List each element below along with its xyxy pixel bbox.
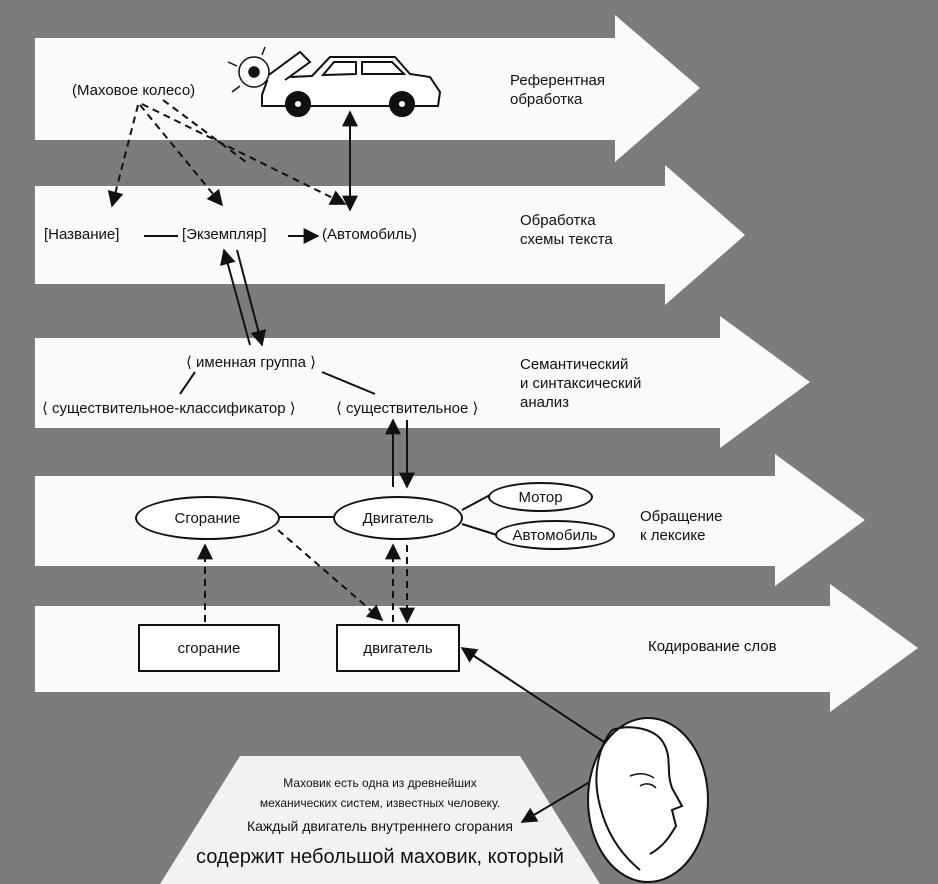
quote-line-4: содержит небольшой маховик, который [196,846,564,868]
node-word-combustion: сгорание [138,624,280,672]
level-arrow-semantic [35,316,810,448]
node-classifier-noun: ⟨ существительное-классификатор ⟩ [42,400,296,417]
reading-text-panel [160,756,600,884]
level-label-line: обработка [510,90,583,108]
node-flywheel: (Маховое колесо) [72,82,196,99]
syntax-links [179,371,415,489]
car-icon [261,50,442,117]
lexical-links [278,494,498,536]
quote-line-2: механических систем, известных человеку. [259,796,501,810]
level-label-line: к лексике [640,526,706,544]
level-label-line: Обработка [520,212,596,229]
node-name: [Название] [44,226,120,243]
level-label-line: Обращение [640,508,723,525]
level-label-lexical: Обращение к лексике [640,508,722,546]
quote-line-3: Каждый двигатель внутреннего сгорания [246,818,514,834]
level-label-line: схемы текста [520,230,613,248]
level-label-line: Референтная [510,72,605,89]
node-noun-group: ⟨ именная группа ⟩ [186,354,317,371]
flywheel-links [107,99,347,208]
lexical-access-links [197,529,415,624]
node-noun: ⟨ существительное ⟩ [336,400,479,417]
node-automobile: (Автомобиль) [322,226,417,243]
node-word-engine: двигатель [336,624,460,672]
reader-head-icon [587,717,709,883]
node-instance: [Экземпляр] [182,226,267,243]
level-label-line: и синтаксический [520,374,642,392]
node-car: Автомобиль [495,520,615,550]
level-label-line: Семантический [520,356,629,373]
flywheel-icon [227,46,270,93]
node-combustion-concept: Сгорание [135,496,280,540]
schema-links [144,228,320,347]
node-engine-concept: Двигатель [333,496,463,540]
node-motor: Мотор [488,482,593,512]
level-label-schema: Обработка схемы текста [520,212,613,250]
level-label-referential: Референтная обработка [510,72,605,110]
quote-line-1: Маховик есть одна из древнейших [283,776,477,790]
level-label-encoding: Кодирование слов [648,638,777,655]
level-label-semantic: Семантический и синтаксический анализ [520,356,641,412]
level-label-line: анализ [520,393,569,411]
